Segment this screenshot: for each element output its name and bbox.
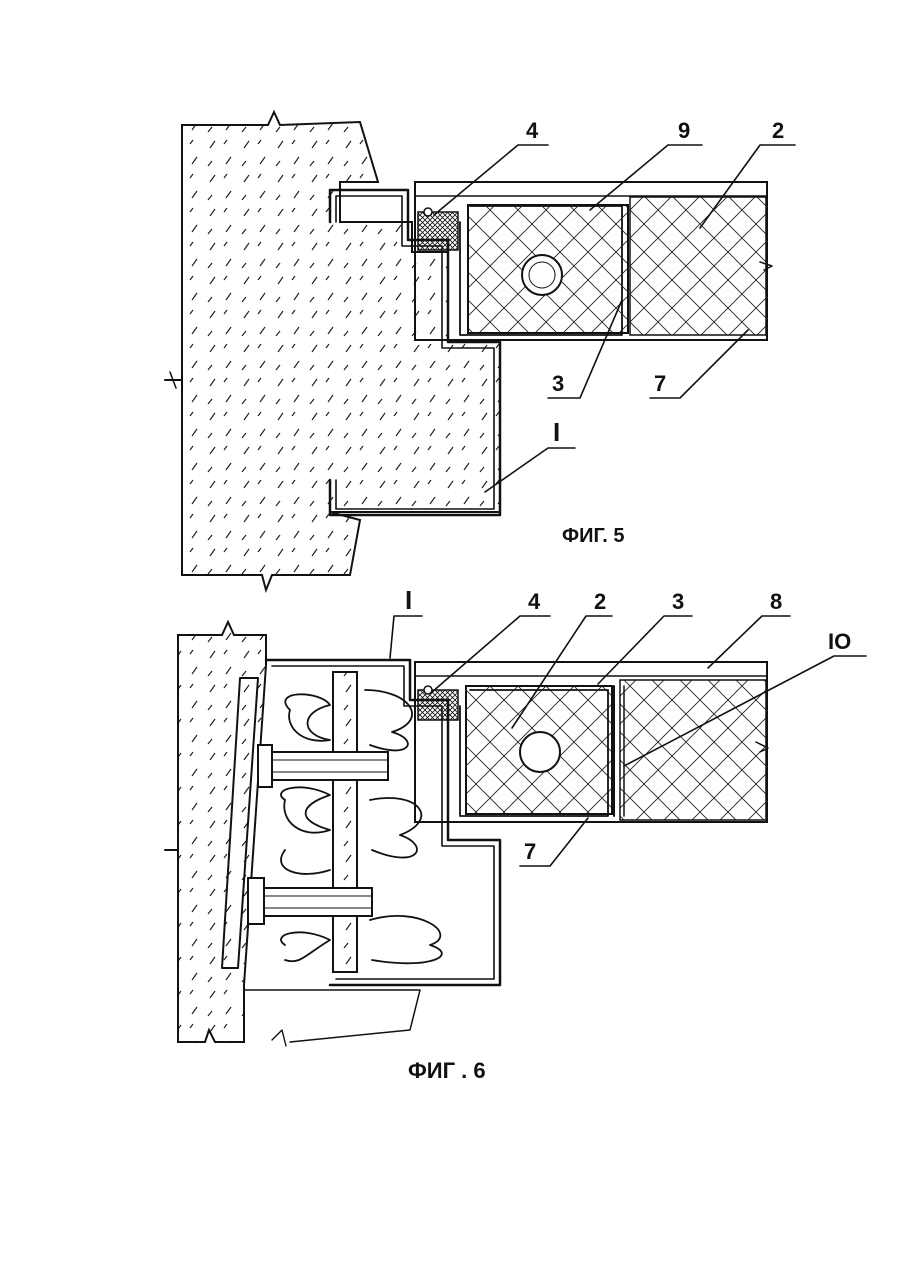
fig6-bolt-circle (520, 732, 560, 772)
fig5-callout-2: 2 (772, 118, 784, 143)
fig6-callout-3: 3 (672, 589, 684, 614)
fig5-callout-9: 9 (678, 118, 690, 143)
fig6-wall (178, 622, 266, 1042)
fig5-sandwich-panel (415, 182, 772, 340)
fig6-flat-bar (333, 672, 357, 972)
fig6-caption: ФИГ . 6 (408, 1058, 486, 1083)
fig6-callout-1: I (405, 585, 412, 615)
fig5-wall (182, 112, 500, 590)
fig6-mineral-wool (281, 690, 442, 963)
figure-5: 4 9 2 3 7 I ФИГ. 5 (165, 112, 795, 590)
fig6-callout-8: 8 (770, 589, 782, 614)
fig5-bolt-circle (522, 255, 562, 295)
fig6-sealant (418, 690, 458, 720)
fig6-callout-2: 2 (594, 589, 606, 614)
fig6-sandwich-panel (415, 662, 768, 822)
fig5-callout-7: 7 (654, 371, 666, 396)
fig6-callout-7: 7 (524, 839, 536, 864)
fig6-bolts (248, 745, 388, 924)
fig5-callout-3: 3 (552, 371, 564, 396)
fig5-sealant (418, 212, 458, 250)
fig6-callout-4: 4 (528, 589, 541, 614)
fig5-callout-1: I (553, 417, 560, 447)
fig5-caption: ФИГ. 5 (562, 525, 625, 547)
fig6-callout-10: IO (828, 629, 851, 654)
figure-6: I 4 2 3 8 IO 7 ФИГ . 6 (165, 585, 866, 1083)
fig5-callout-4: 4 (526, 118, 539, 143)
